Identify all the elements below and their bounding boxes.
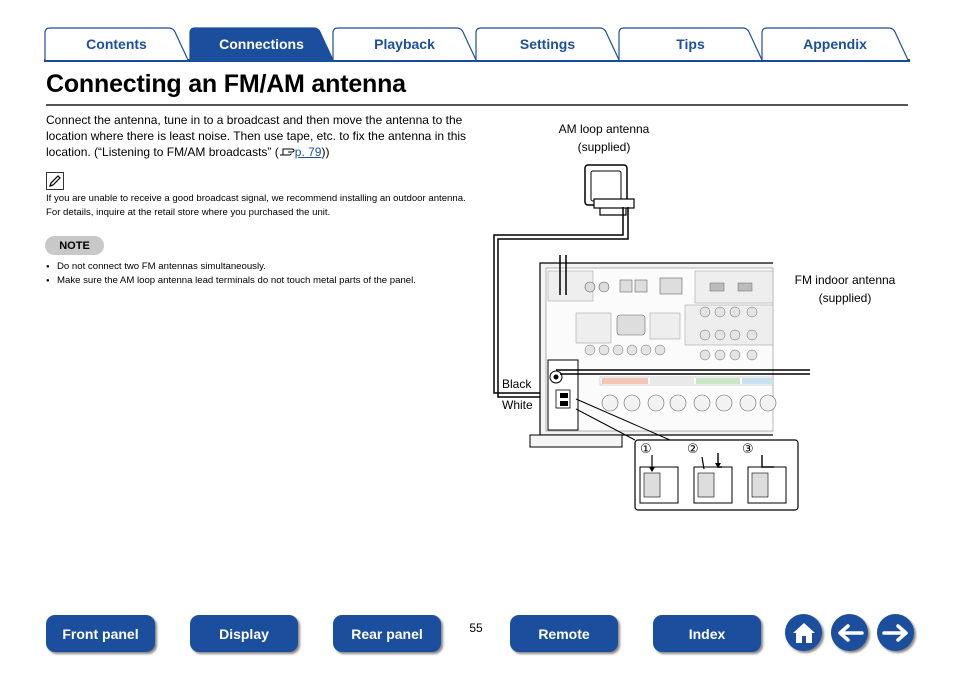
tab-bar-underline bbox=[44, 59, 910, 62]
tab-settings[interactable]: Settings bbox=[475, 27, 620, 61]
am-antenna-label: AM loop antenna(supplied) bbox=[558, 122, 650, 154]
tab-connections[interactable]: Connections bbox=[189, 27, 334, 61]
title-divider bbox=[46, 104, 908, 106]
note-list: Do not connect two FM antennas simultane… bbox=[46, 260, 471, 288]
back-button[interactable] bbox=[831, 614, 868, 651]
memo-text: If you are unable to receive a good broa… bbox=[46, 193, 466, 218]
fm-antenna-label: FM indoor antenna(supplied) bbox=[794, 273, 896, 305]
note-item: Make sure the AM loop antenna lead termi… bbox=[46, 274, 471, 288]
intro-tail: )) bbox=[321, 145, 330, 159]
tab-appendix[interactable]: Appendix bbox=[761, 27, 909, 61]
remote-button[interactable]: Remote bbox=[510, 615, 618, 652]
forward-button[interactable] bbox=[877, 614, 914, 651]
page-number: 55 bbox=[469, 621, 483, 635]
step-2-marker: ② bbox=[687, 442, 699, 457]
rear-panel-illustration bbox=[529, 262, 777, 448]
terminal-connection-steps: ① ② ③ bbox=[634, 439, 799, 511]
hand-pointer-icon bbox=[279, 148, 295, 156]
antenna-connection-diagram: AM loop antenna(supplied) FM indoor ante… bbox=[490, 115, 895, 515]
note-item: Do not connect two FM antennas simultane… bbox=[46, 260, 471, 274]
home-button[interactable] bbox=[785, 614, 822, 651]
pencil-icon bbox=[46, 172, 64, 190]
page-reference-link[interactable]: p. 79 bbox=[294, 145, 322, 159]
index-button[interactable]: Index bbox=[653, 615, 761, 652]
rear-panel-button[interactable]: Rear panel bbox=[333, 615, 441, 652]
tab-bar: Contents Connections Playback Settings T… bbox=[44, 27, 910, 61]
intro-paragraph: Connect the antenna, tune in to a broadc… bbox=[46, 112, 471, 160]
display-button[interactable]: Display bbox=[190, 615, 298, 652]
page-title: Connecting an FM/AM antenna bbox=[46, 70, 406, 98]
front-panel-button[interactable]: Front panel bbox=[46, 615, 155, 652]
white-wire-label: White bbox=[502, 398, 533, 412]
tab-tips[interactable]: Tips bbox=[618, 27, 763, 61]
step-1-marker: ① bbox=[640, 442, 652, 457]
am-loop-antenna bbox=[584, 164, 635, 216]
home-icon bbox=[792, 622, 815, 643]
step-3-marker: ③ bbox=[742, 442, 754, 457]
note-badge: NOTE bbox=[45, 236, 104, 255]
tab-contents[interactable]: Contents bbox=[44, 27, 189, 61]
intro-text: Connect the antenna, tune in to a broadc… bbox=[46, 113, 467, 159]
arrow-left-icon bbox=[837, 623, 864, 642]
black-wire-label: Black bbox=[502, 377, 532, 391]
tab-playback[interactable]: Playback bbox=[332, 27, 477, 61]
arrow-right-icon bbox=[881, 623, 908, 642]
